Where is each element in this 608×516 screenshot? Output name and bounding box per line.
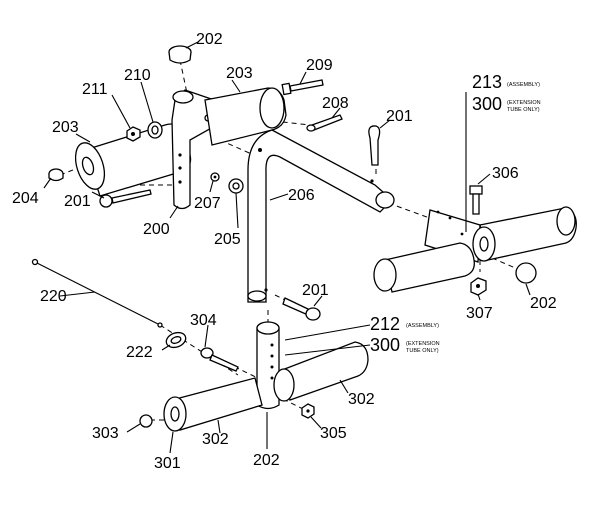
label-202-top: 202 — [196, 31, 223, 48]
nut-307 — [470, 277, 487, 296]
label-300-lower-note1: (EXTENSION — [406, 341, 440, 347]
label-203-right: 203 — [226, 65, 253, 82]
pop-pin-201-bottom — [282, 297, 321, 321]
label-206: 206 — [288, 187, 315, 204]
label-301: 301 — [154, 455, 181, 472]
end-cap-303 — [139, 414, 153, 428]
label-212-note: (ASSEMBLY) — [406, 323, 439, 329]
label-300-upper-note1: (EXTENSION — [507, 100, 541, 106]
bolt-306 — [469, 185, 483, 215]
leader-lines — [43, 41, 531, 454]
label-303: 303 — [92, 425, 119, 442]
label-307: 307 — [466, 305, 493, 322]
label-213-note: (ASSEMBLY) — [507, 82, 540, 88]
label-209: 209 — [306, 57, 333, 74]
label-300-upper: 300 — [472, 94, 502, 114]
pulley-222 — [165, 331, 187, 349]
pad-roller-302-right — [273, 341, 369, 402]
leg-tube-206 — [247, 129, 395, 303]
extension-tube-212 — [256, 321, 280, 410]
label-213: 213 — [472, 72, 502, 92]
label-222: 222 — [126, 344, 153, 361]
bolt-209 — [281, 79, 324, 96]
label-201-bottom: 201 — [302, 282, 329, 299]
label-202-right: 202 — [530, 295, 557, 312]
label-304: 304 — [190, 312, 217, 329]
washer-207 — [210, 172, 220, 182]
label-300-lower: 300 — [370, 335, 400, 355]
label-302-right: 302 — [348, 391, 375, 408]
spacer-205 — [228, 178, 244, 194]
pad-roller-right-lower — [373, 242, 475, 293]
label-207: 207 — [194, 195, 221, 212]
end-cap-204 — [48, 168, 64, 182]
label-208: 208 — [322, 95, 349, 112]
label-204: 204 — [12, 190, 39, 207]
part-labels: 202 209 210 211 203 203 208 201 213 (ASS… — [12, 31, 557, 472]
pop-pin-201-top — [368, 125, 381, 166]
pad-roller-302-left — [163, 377, 263, 432]
nut-211 — [126, 126, 141, 142]
label-211: 211 — [82, 81, 108, 98]
label-201-top: 201 — [386, 108, 413, 125]
label-212: 212 — [370, 314, 400, 334]
pad-roller-right-upper — [472, 206, 577, 262]
label-300-upper-note2: TUBE ONLY) — [507, 107, 540, 113]
label-300-lower-note2: TUBE ONLY) — [406, 348, 439, 354]
label-201-left: 201 — [64, 193, 91, 210]
label-200: 200 — [143, 221, 170, 238]
label-203-left: 203 — [52, 119, 79, 136]
end-cap-202-right — [515, 262, 537, 284]
label-302-left: 302 — [202, 431, 229, 448]
label-305: 305 — [320, 425, 347, 442]
pad-roller-203-right — [204, 87, 287, 146]
bolt-304 — [200, 347, 239, 372]
label-306: 306 — [492, 165, 519, 182]
bolt-208 — [306, 114, 343, 132]
label-202-bottom: 202 — [253, 452, 280, 469]
label-220: 220 — [40, 288, 67, 305]
washer-210 — [147, 121, 163, 139]
label-205: 205 — [214, 231, 241, 248]
nut-305 — [301, 403, 315, 419]
end-cap-202-top — [168, 45, 192, 64]
cable-220 — [31, 258, 163, 328]
label-210: 210 — [124, 67, 151, 84]
